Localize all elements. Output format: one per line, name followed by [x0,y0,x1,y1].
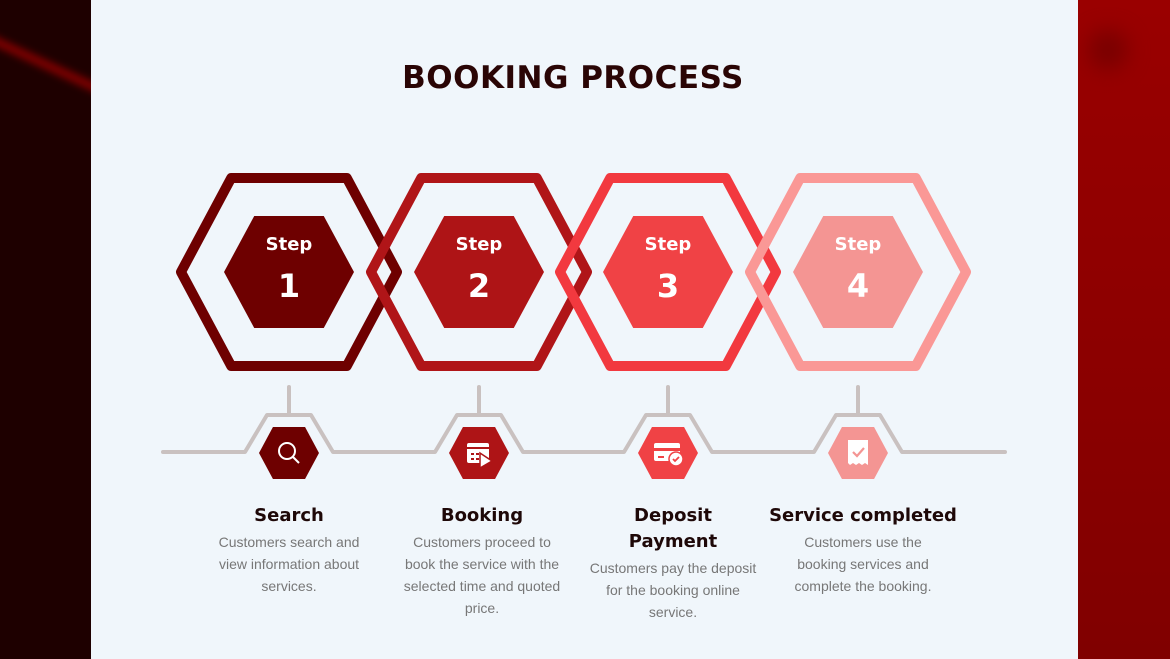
step-description: Customers search and view information ab… [218,534,360,594]
step-4: Step 4 [745,173,971,479]
step-title: Booking [440,505,524,526]
outer-hexagon [366,173,592,371]
step-title: Deposit Payment [628,505,718,552]
outer-hexagon [176,173,402,371]
step-description: Customers proceed to book the service wi… [403,534,561,616]
inner-hexagon [414,216,544,328]
outer-hexagon [745,173,971,371]
icon-hexagon [259,427,319,479]
left-background [0,0,91,659]
step-label: Step [835,234,882,255]
inner-hexagon [603,216,733,328]
step-1: Step 1 [176,173,402,479]
slide-panel [91,0,1078,659]
step-label: Step [645,234,692,255]
step-number: 3 [657,267,679,305]
step-label: Step [456,234,503,255]
step-description: Customers use the booking services and c… [794,534,932,594]
calendar-play-icon [467,443,494,470]
page-title: BOOKING PROCESS [402,60,744,96]
step-label: Step [266,234,313,255]
step-3: Step 3 [555,173,781,479]
step-title: Search [254,505,324,526]
timeline-connector [161,413,1007,454]
step-2: Step 2 [366,173,592,479]
search-icon [278,442,300,464]
outer-hexagon [555,173,781,371]
step-description: Customers pay the deposit for the bookin… [589,560,757,620]
credit-card-check-icon [654,443,684,467]
step-number: 2 [468,267,490,305]
step-title: Service completed [769,505,957,526]
receipt-check-icon [848,440,868,465]
step-number: 4 [847,267,869,305]
inner-hexagon [793,216,923,328]
right-background [1078,0,1170,659]
inner-hexagon [224,216,354,328]
step-number: 1 [278,267,300,305]
